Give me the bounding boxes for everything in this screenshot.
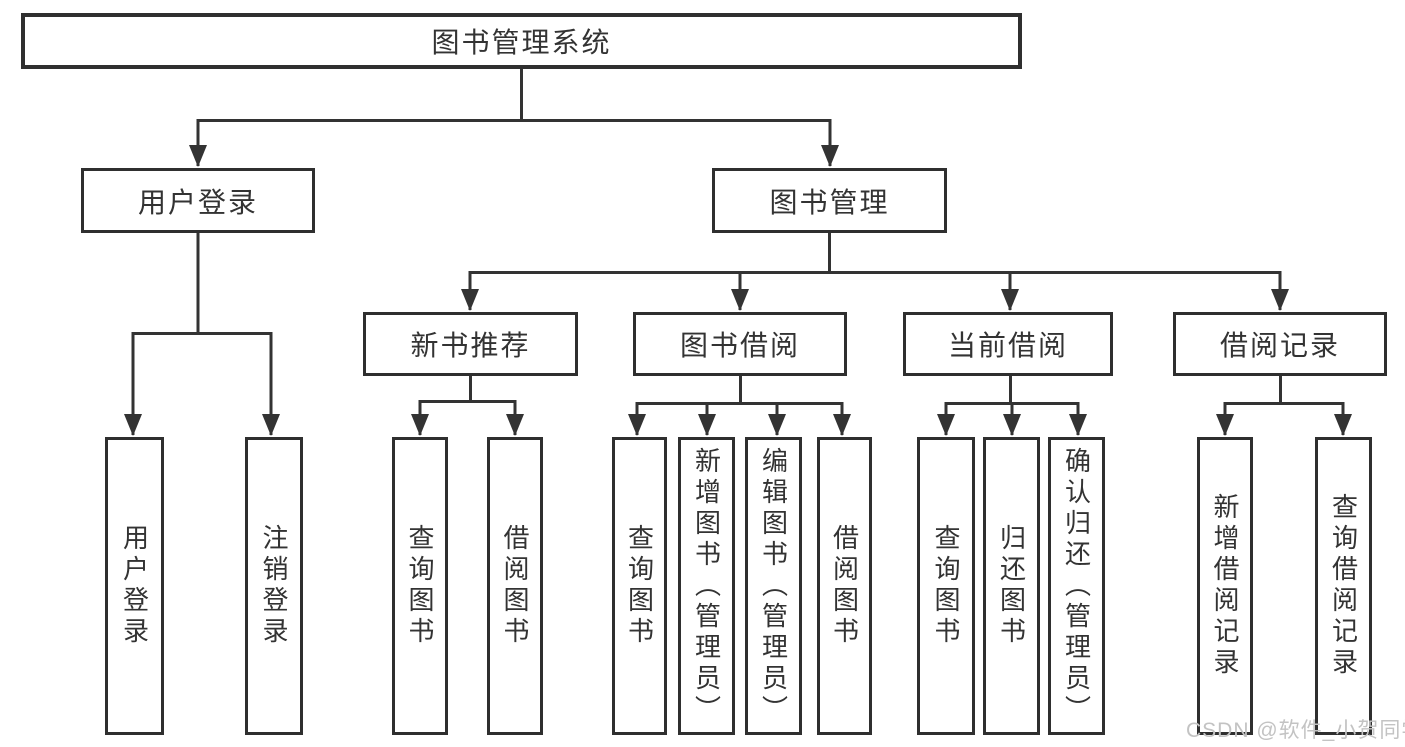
leaf-borrowing-borrow-books: 借阅图书	[817, 437, 872, 735]
leaf-logout-label: 注销登录	[259, 524, 289, 648]
node-borrowing-records: 借阅记录	[1173, 312, 1387, 376]
leaf-current-query-books: 查询图书	[917, 437, 975, 735]
csdn-watermark: CSDN @软件_小贺同学	[1186, 719, 1405, 742]
leaf-logout: 注销登录	[245, 437, 303, 735]
leaf-recommend-borrow-books: 借阅图书	[487, 437, 543, 735]
leaf-user-login-label: 用户登录	[119, 524, 150, 648]
node-book-borrowing: 图书借阅	[633, 312, 847, 376]
leaf-recommend-query-books: 查询图书	[392, 437, 448, 735]
node-current-borrowing-label: 当前借阅	[947, 330, 1068, 361]
leaf-borrowing-add-books: 新增图书（管理员）	[678, 437, 735, 735]
leaf-recommend-query-books-label: 查询图书	[405, 524, 435, 648]
leaf-records-query-record-label: 查询借阅记录	[1328, 493, 1359, 679]
node-user-login: 用户登录	[81, 168, 315, 233]
leaf-current-return-books-label: 归还图书	[996, 524, 1027, 648]
node-current-borrowing: 当前借阅	[903, 312, 1113, 376]
leaf-records-query-record: 查询借阅记录	[1315, 437, 1372, 735]
leaf-borrowing-query-books-label: 查询图书	[624, 524, 655, 648]
leaf-records-add-record: 新增借阅记录	[1197, 437, 1253, 735]
leaf-recommend-borrow-books-label: 借阅图书	[500, 524, 530, 648]
node-library-management-system-label: 图书管理系统	[431, 27, 612, 58]
leaf-current-return-books: 归还图书	[983, 437, 1040, 735]
leaf-borrowing-query-books: 查询图书	[612, 437, 667, 735]
leaf-borrowing-edit-books: 编辑图书（管理员）	[745, 437, 802, 735]
leaf-borrowing-edit-books-label: 编辑图书（管理员）	[758, 446, 789, 726]
node-book-management-label: 图书管理	[769, 186, 890, 218]
node-book-borrowing-label: 图书借阅	[679, 330, 800, 361]
node-book-management: 图书管理	[712, 168, 947, 233]
leaf-borrowing-add-books-label: 新增图书（管理员）	[691, 446, 722, 726]
leaf-records-add-record-label: 新增借阅记录	[1210, 493, 1240, 679]
node-user-login-label: 用户登录	[137, 186, 258, 218]
leaf-user-login: 用户登录	[105, 437, 164, 735]
node-borrowing-records-label: 借阅记录	[1219, 330, 1340, 361]
leaf-borrowing-borrow-books-label: 借阅图书	[829, 524, 860, 648]
node-new-book-recommend-label: 新书推荐	[410, 330, 531, 361]
leaf-current-confirm-return: 确认归还（管理员）	[1048, 437, 1105, 735]
node-library-management-system: 图书管理系统	[21, 13, 1022, 69]
node-new-book-recommend: 新书推荐	[363, 312, 578, 376]
leaf-current-confirm-return-label: 确认归还（管理员）	[1061, 446, 1092, 726]
leaf-current-query-books-label: 查询图书	[931, 524, 961, 648]
